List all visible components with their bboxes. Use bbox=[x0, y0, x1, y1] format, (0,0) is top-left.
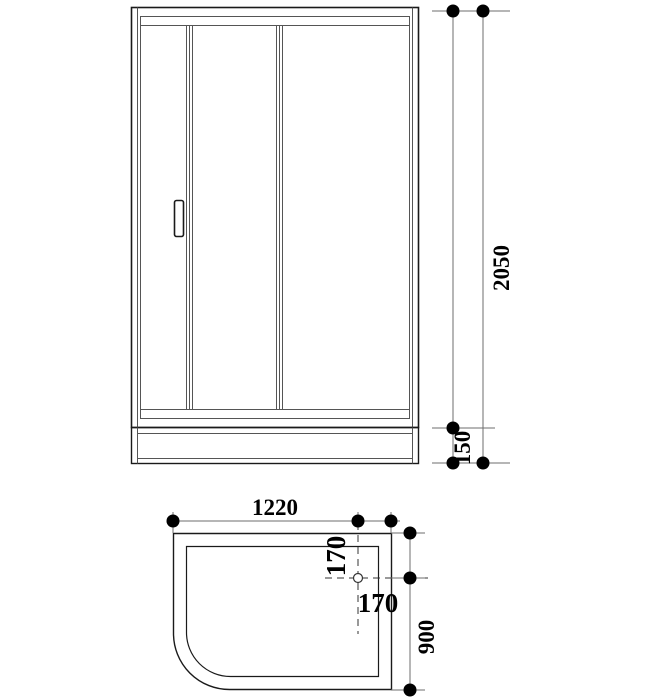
dim-dot-900-mid bbox=[403, 571, 417, 585]
dim-dot-900-top bbox=[403, 526, 417, 540]
dim-dot-1220-right bbox=[351, 514, 365, 528]
plan-view bbox=[172, 523, 430, 691]
dimension-label-1220: 1220 bbox=[252, 495, 298, 520]
elevation-dimension-group: 2050 150 bbox=[432, 4, 514, 470]
front-elevation-view bbox=[130, 6, 420, 465]
drain-hole bbox=[352, 572, 364, 584]
dim-dot-1220-left bbox=[166, 514, 180, 528]
dim-dot-bottom-left bbox=[446, 456, 460, 470]
dimension-label-170-vertical: 170 bbox=[321, 536, 351, 577]
dimension-label-150: 150 bbox=[450, 431, 475, 466]
door-handle[interactable] bbox=[173, 199, 185, 238]
dim-dot-900-bottom bbox=[403, 683, 417, 697]
tray-outer-outline bbox=[172, 532, 393, 691]
outer-frame-inner-line bbox=[140, 16, 410, 419]
tray-inner-outline bbox=[185, 545, 380, 678]
dim-dot-bottom-right bbox=[476, 456, 490, 470]
dimension-label-900: 900 bbox=[414, 620, 439, 655]
dim-dot-top-left bbox=[446, 4, 460, 18]
dim-dot-1220-far-right bbox=[384, 514, 398, 528]
dim-dot-tray-top bbox=[446, 421, 460, 435]
plan-dimension-group: 1220 900 170 170 bbox=[166, 495, 439, 697]
left-mullion bbox=[186, 25, 193, 410]
dim-dot-top-right bbox=[476, 4, 490, 18]
dimension-label-2050: 2050 bbox=[489, 245, 514, 291]
tray-base bbox=[130, 426, 420, 465]
dimension-label-170-horizontal: 170 bbox=[358, 588, 399, 618]
right-mullion bbox=[276, 25, 283, 410]
